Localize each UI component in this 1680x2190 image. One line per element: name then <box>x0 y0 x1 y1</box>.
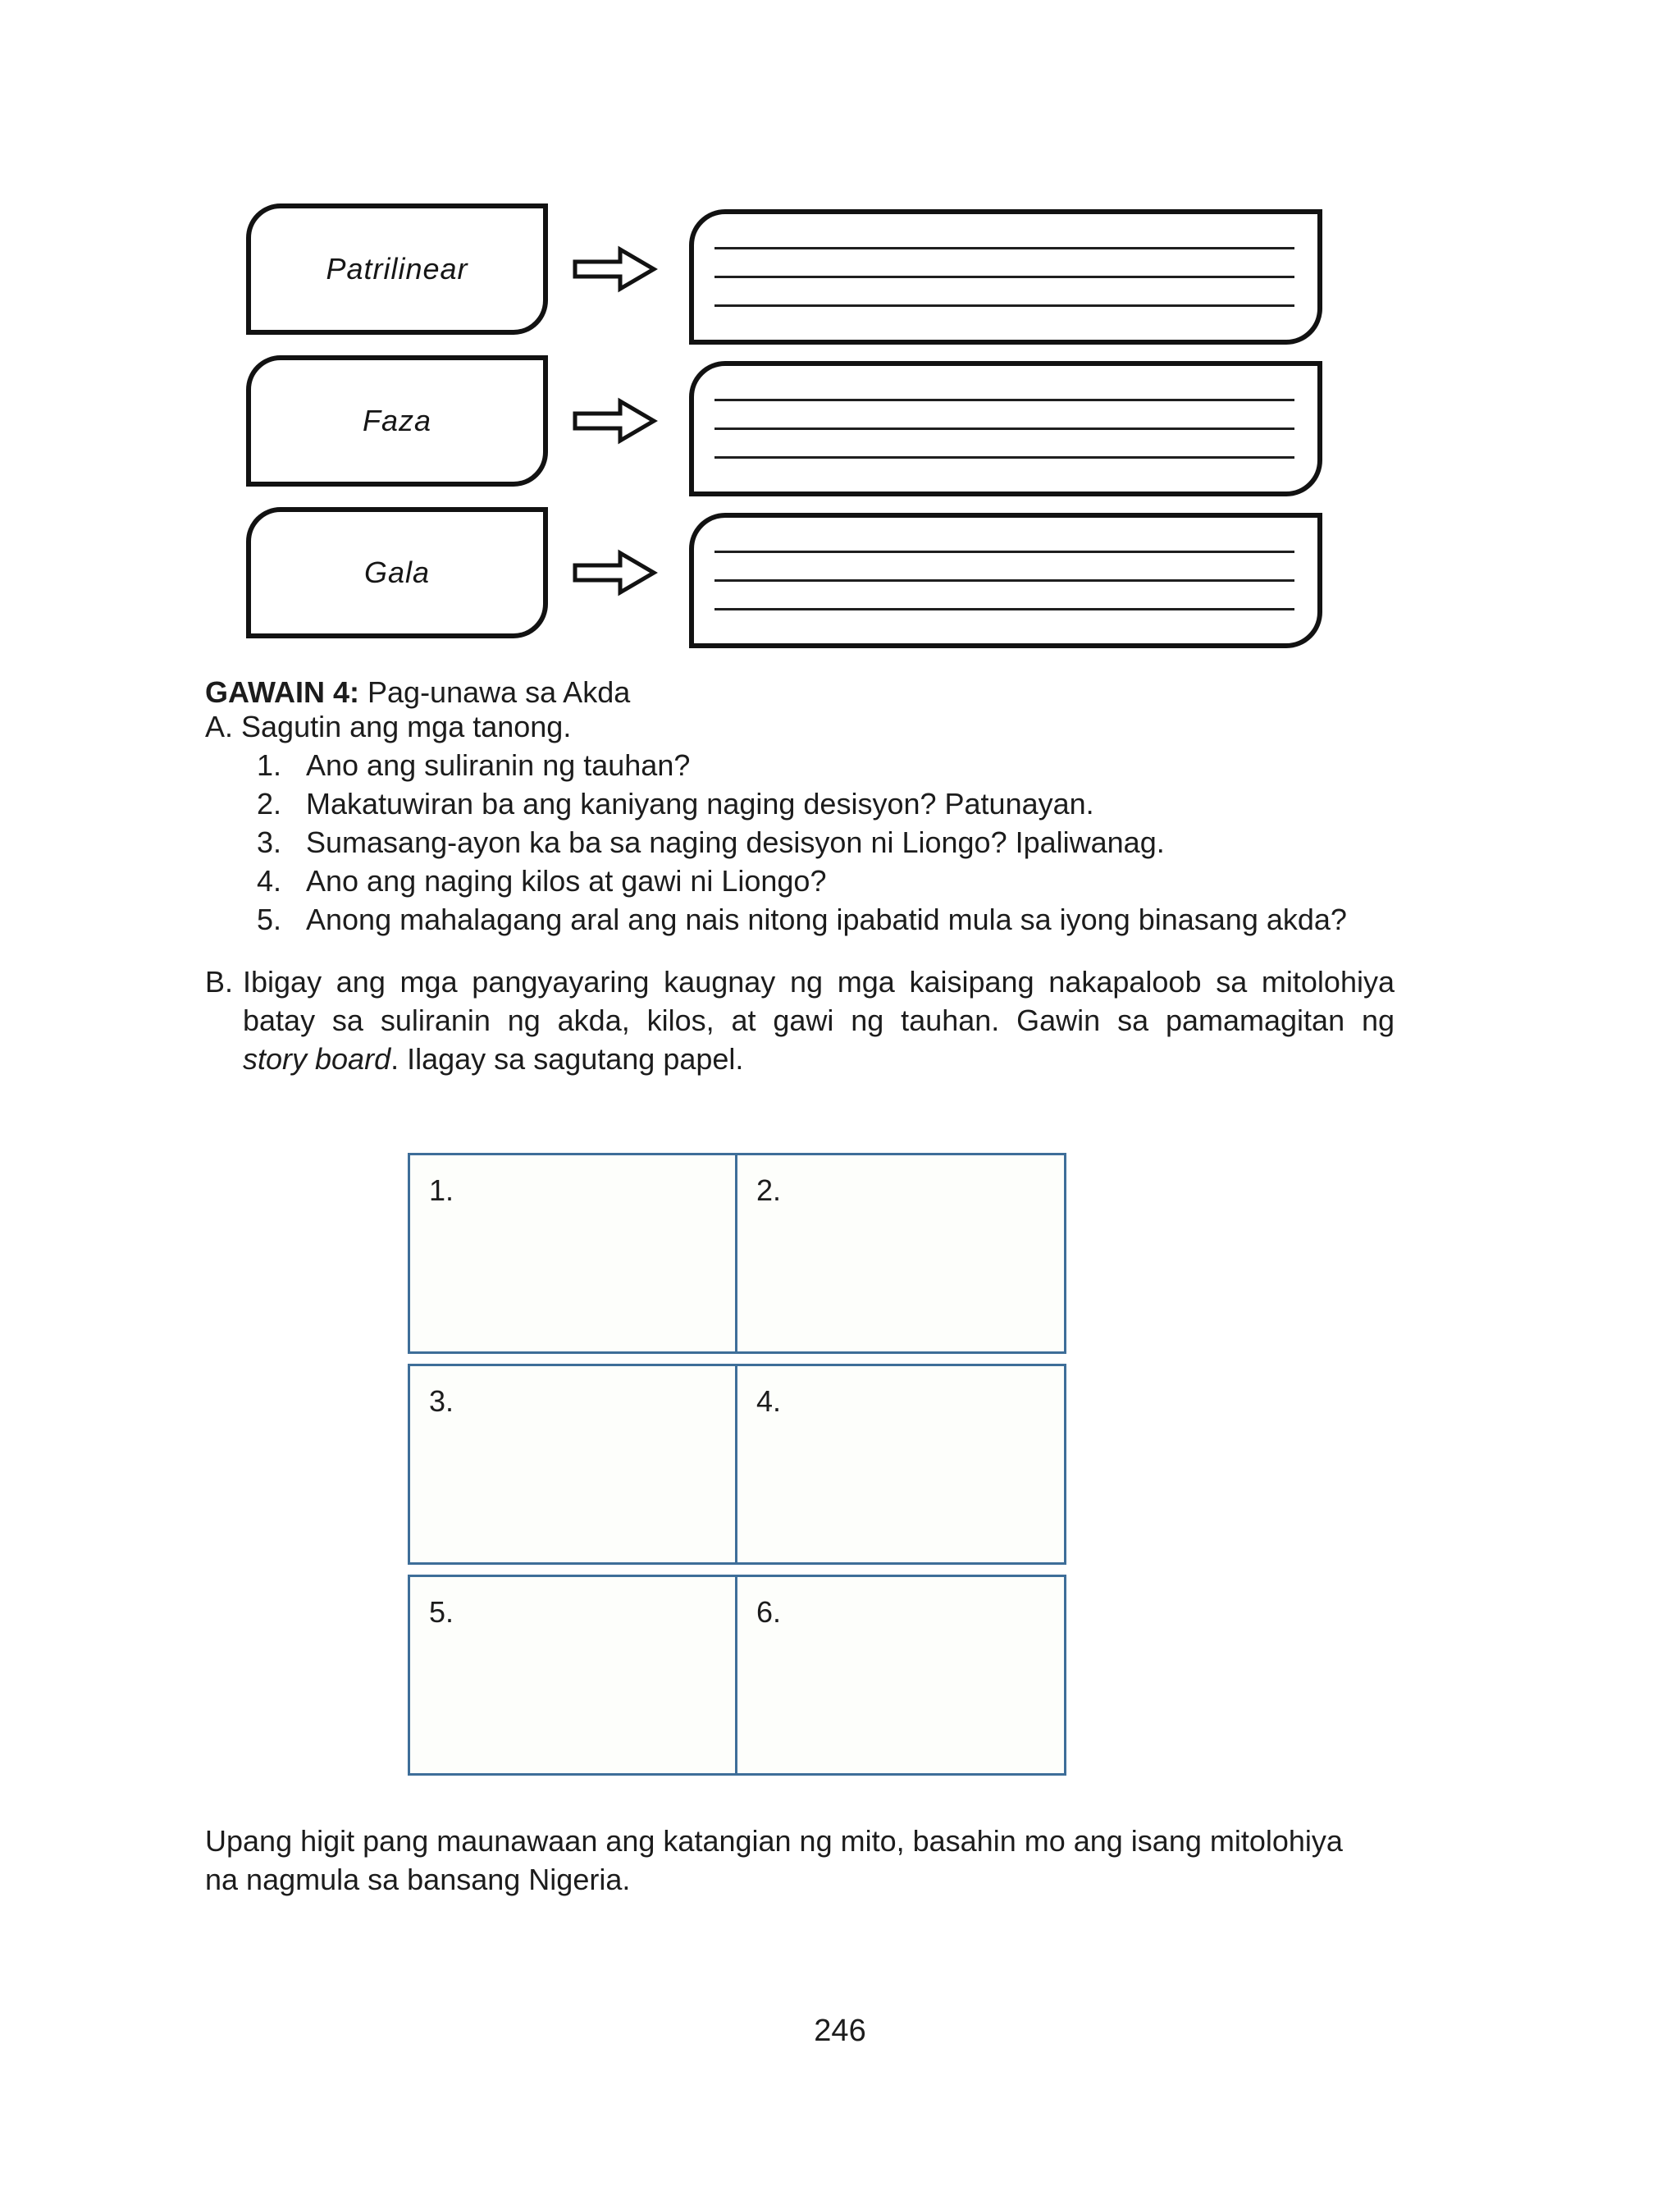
storyboard-cell-number: 5. <box>429 1595 454 1629</box>
section-b-line3: story board. Ilagay sa sagutang papel. <box>243 1040 1395 1078</box>
answer-line <box>714 578 1294 582</box>
term-label: Faza <box>362 404 432 437</box>
term-box-faza: Faza <box>246 355 548 487</box>
storyboard-cell-6[interactable]: 6. <box>737 1577 1064 1773</box>
closing-line-1: Upang higit pang maunawaan ang katangian… <box>205 1824 1343 1858</box>
right-block-arrow-icon <box>573 549 658 597</box>
answer-box-patrilinear[interactable] <box>689 209 1322 345</box>
right-block-arrow-icon <box>573 245 658 293</box>
answer-line <box>714 456 1294 459</box>
section-a-intro: A. Sagutin ang mga tanong. <box>205 710 572 743</box>
answer-box-gala[interactable] <box>689 513 1322 648</box>
question-item-4: 4. Ano ang naging kilos at gawi ni Liong… <box>257 862 826 900</box>
answer-line <box>714 398 1294 401</box>
storyboard-cell-5[interactable]: 5. <box>410 1577 737 1773</box>
section-b-line1: Ibigay ang mga pangyayaring kaugnay ng m… <box>243 965 1395 999</box>
answer-line <box>714 427 1294 430</box>
question-item-1: 1. Ano ang suliranin ng tauhan? <box>257 746 690 784</box>
storyboard-cell-number: 6. <box>756 1595 782 1629</box>
section-b-line3-italic: story board <box>243 1042 391 1076</box>
storyboard-cell-2[interactable]: 2. <box>737 1155 1064 1351</box>
answer-line <box>714 550 1294 553</box>
storyboard-cell-number: 3. <box>429 1384 454 1418</box>
section-b-label: B. <box>205 965 234 999</box>
storyboard-cell-1[interactable]: 1. <box>410 1155 737 1351</box>
activity-heading-number: GAWAIN 4: <box>205 675 360 709</box>
question-item-3: 3. Sumasang-ayon ka ba sa naging desisyo… <box>257 823 1165 862</box>
activity-heading-title: Pag-unawa sa Akda <box>368 675 631 709</box>
answer-line <box>714 275 1294 278</box>
closing-line-2: na nagmula sa bansang Nigeria. <box>205 1863 631 1896</box>
question-item-2: 2. Makatuwiran ba ang kaniyang naging de… <box>257 784 1094 823</box>
answer-box-faza[interactable] <box>689 361 1322 496</box>
term-label: Patrilinear <box>326 252 468 286</box>
term-box-patrilinear: Patrilinear <box>246 203 548 335</box>
storyboard-cell-number: 2. <box>756 1173 782 1207</box>
page-number: 246 <box>814 2014 866 2048</box>
answer-line <box>714 304 1294 308</box>
question-text: Makatuwiran ba ang kaniyang naging desis… <box>306 787 1094 821</box>
term-box-gala: Gala <box>246 507 548 638</box>
question-number: 4. <box>257 864 282 898</box>
term-label: Gala <box>363 556 431 589</box>
answer-line <box>714 246 1294 249</box>
storyboard-cell-number: 4. <box>756 1384 782 1418</box>
storyboard-row-2: 3. 4. <box>408 1364 1066 1565</box>
section-b-line3-rest: . Ilagay sa sagutang papel. <box>390 1042 744 1076</box>
storyboard-cell-number: 1. <box>429 1173 454 1207</box>
storyboard-cell-4[interactable]: 4. <box>737 1366 1064 1562</box>
answer-line <box>714 608 1294 611</box>
storyboard-cell-3[interactable]: 3. <box>410 1366 737 1562</box>
question-text: Anong mahalagang aral ang nais nitong ip… <box>306 903 1347 936</box>
activity-heading: GAWAIN 4:Pag-unawa sa Akda <box>205 673 630 711</box>
section-b-line2: batay sa suliranin ng akda, kilos, at ga… <box>243 1004 1395 1037</box>
right-block-arrow-icon <box>573 397 658 445</box>
question-number: 3. <box>257 825 282 859</box>
question-text: Sumasang-ayon ka ba sa naging desisyon n… <box>306 825 1165 859</box>
question-number: 5. <box>257 903 282 936</box>
storyboard-row-3: 5. 6. <box>408 1575 1066 1776</box>
storyboard-row-1: 1. 2. <box>408 1153 1066 1354</box>
question-item-5: 5. Anong mahalagang aral ang nais nitong… <box>257 900 1347 939</box>
question-number: 1. <box>257 748 282 782</box>
question-text: Ano ang suliranin ng tauhan? <box>306 748 691 782</box>
question-number: 2. <box>257 787 282 821</box>
question-text: Ano ang naging kilos at gawi ni Liongo? <box>306 864 827 898</box>
